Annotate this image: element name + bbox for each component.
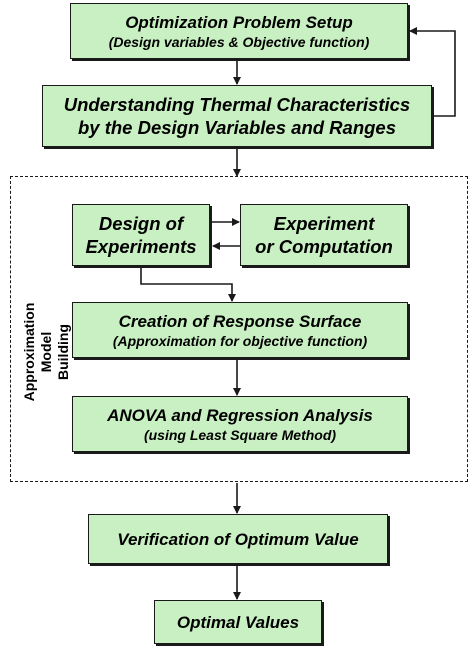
optimal-values-box: Optimal Values [154,600,322,644]
verification-box: Verification of Optimum Value [88,514,388,564]
anova-subtitle: (using Least Square Method) [143,426,337,443]
anova-title: ANOVA and Regression Analysis [107,405,373,425]
optimal-title: Optimal Values [176,612,300,632]
thermal-line2: by the Design Variables and Ranges [77,117,397,138]
anova-box: ANOVA and Regression Analysis (using Lea… [72,396,408,452]
doe-line2: Experiments [85,236,197,257]
doe-line1: Design of [98,213,184,234]
setup-box: Optimization Problem Setup (Design varia… [70,3,408,59]
setup-subtitle: (Design variables & Objective function) [108,33,370,50]
arrow-doe-to-response [140,268,236,302]
experiment-line1: Experiment [273,213,375,234]
response-surface-box: Creation of Response Surface (Approximat… [72,302,408,358]
verification-title: Verification of Optimum Value [117,529,359,549]
design-of-experiments-box: Design of Experiments [72,204,210,266]
response-subtitle: (Approximation for objective function) [112,332,368,349]
feedback-loop-arrow [409,27,456,117]
setup-title: Optimization Problem Setup [125,12,353,32]
experiment-box: Experiment or Computation [240,204,408,266]
response-title: Creation of Response Surface [118,311,362,331]
thermal-box: Understanding Thermal Characteristics by… [42,85,432,147]
experiment-line2: or Computation [255,236,393,257]
thermal-line1: Understanding Thermal Characteristics [63,94,411,115]
